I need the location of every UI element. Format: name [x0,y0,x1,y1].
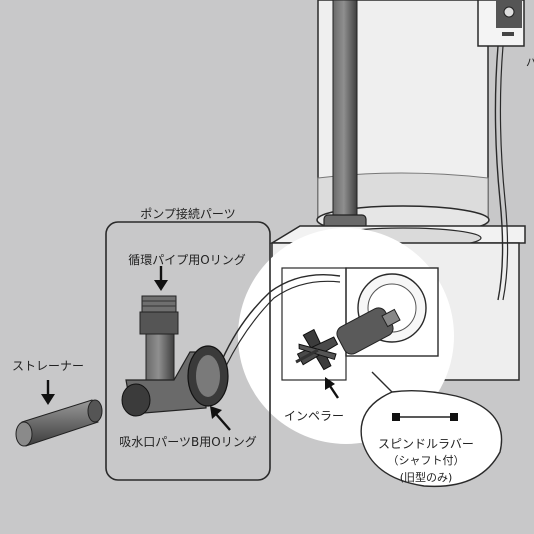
strainer-part [15,399,103,447]
impeller-part [295,307,401,371]
arrow-impeller [325,377,335,390]
label-intake-parts-b-oring: 吸水口パーツB用Oリング [119,435,256,449]
label-pump-connection-parts: ポンプ接続パーツ [140,206,235,221]
label-spindle-rubber: スピンドルラバー [378,437,474,451]
label-impeller: インペラー [284,409,344,423]
label-edge-char: バ [526,56,534,69]
connector-part [121,295,229,417]
pump-connection-box [105,221,271,481]
label-with-shaft: （シャフト付） [388,454,465,467]
label-old-model-only: (旧型のみ) [400,470,453,484]
arrows [41,266,339,431]
label-strainer: ストレーナー [12,359,84,373]
arrow-strainer [41,394,55,405]
arrow-circulation-oring [154,280,168,291]
label-circulation-pipe-oring: 循環パイプ用Oリング [128,253,245,267]
arrow-intake-oring [210,406,222,419]
spindle-callout [360,371,503,488]
